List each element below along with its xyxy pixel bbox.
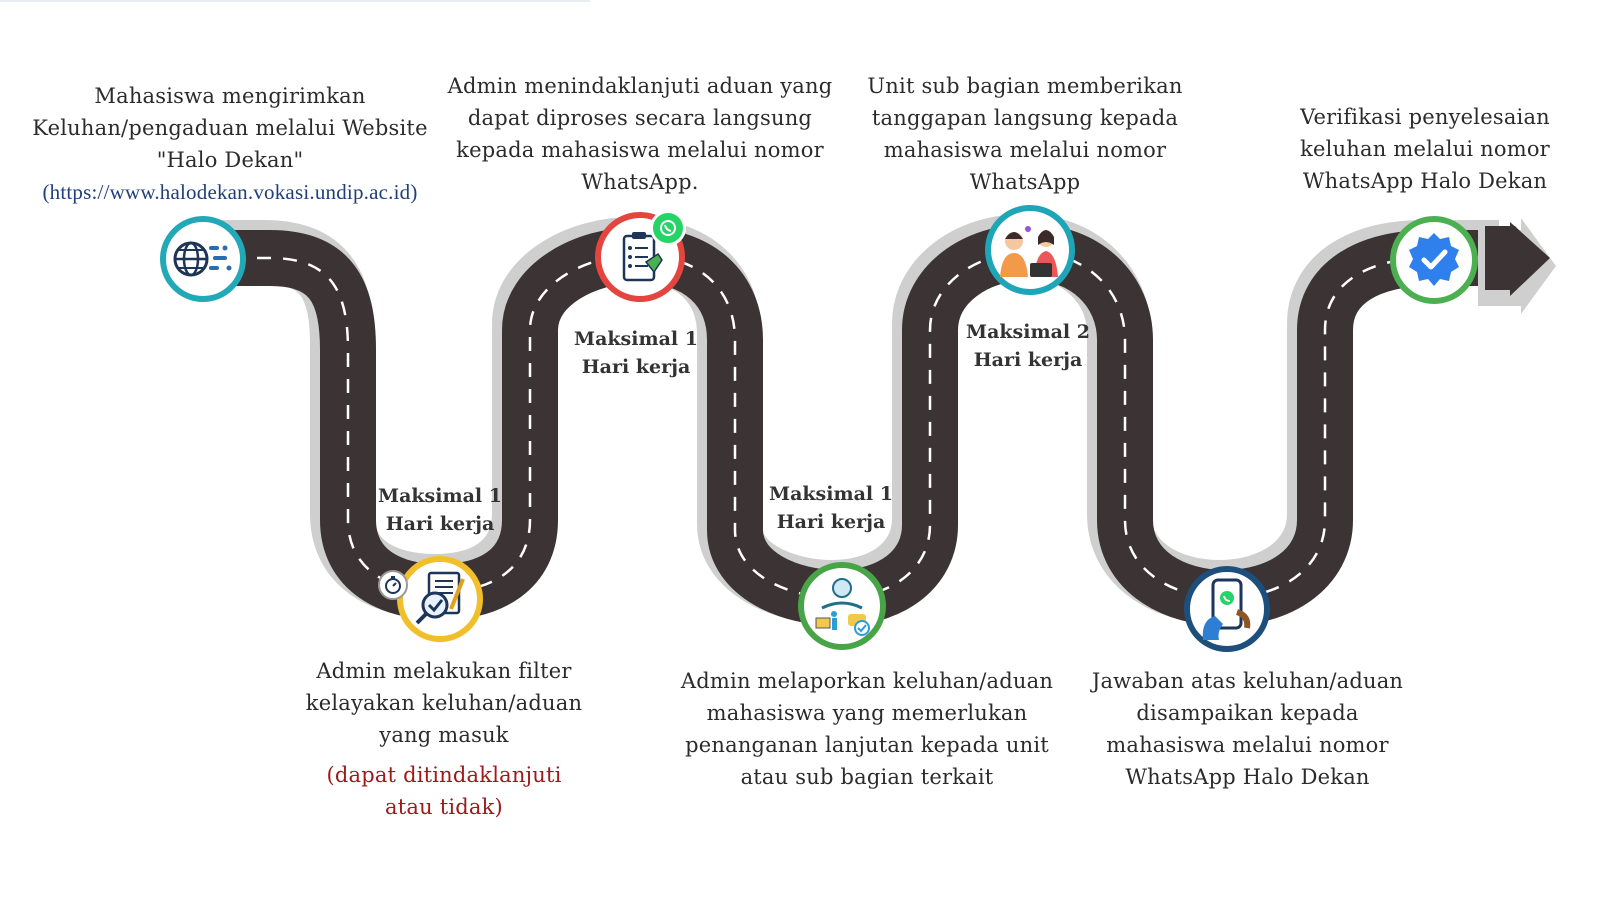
globe-icon: [160, 216, 246, 302]
step-7-description: Verifikasi penyelesaian keluhan melalui …: [1300, 105, 1550, 193]
stopwatch-icon: [378, 570, 408, 600]
phone-whatsapp-icon: [1184, 566, 1270, 652]
step-2-description: Admin melakukan filter kelayakan keluhan…: [294, 655, 594, 823]
customer-service-icon: [985, 205, 1075, 295]
step-3-description: Admin menindaklanjuti aduan yang dapat d…: [447, 74, 833, 194]
step-4-description: Admin melaporkan keluhan/aduan mahasiswa…: [680, 669, 1054, 789]
step-5-description: Unit sub bagian memberikan tanggapan lan…: [867, 74, 1183, 194]
document-review-icon: [397, 556, 483, 642]
support-report-icon: [798, 562, 886, 650]
step-1-description: Mahasiswa mengirimkan Keluhan/pengaduan …: [10, 80, 450, 208]
checklist-whatsapp-icon: [595, 212, 685, 302]
step-2-note: (dapat ditindaklanjuti atau tidak): [326, 763, 562, 819]
whatsapp-icon: [650, 210, 686, 246]
verified-badge-icon: [1390, 216, 1478, 304]
website-link[interactable]: (https://www.halodekan.vokasi.undip.ac.i…: [42, 180, 418, 204]
step-6-description: Jawaban atas keluhan/aduan disampaikan k…: [1091, 669, 1404, 789]
top-divider-line: [0, 0, 590, 2]
